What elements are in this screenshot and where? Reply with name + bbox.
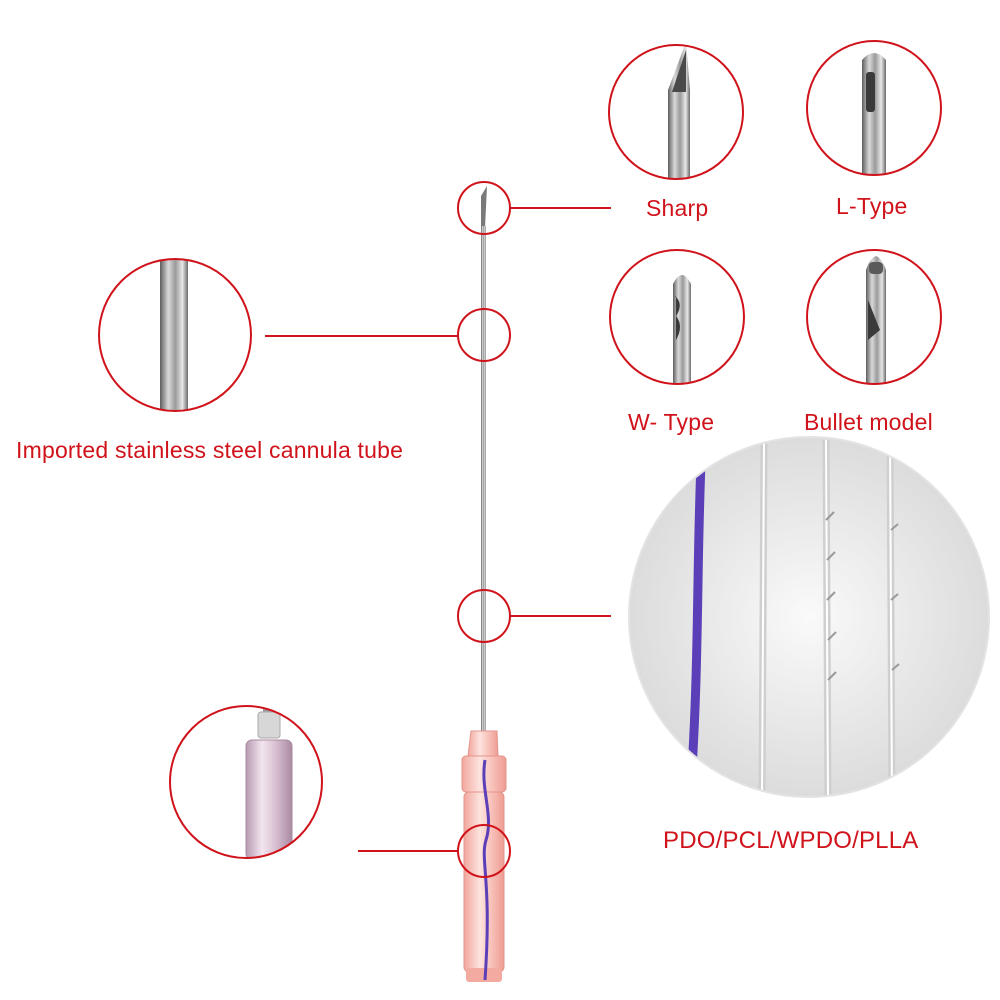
hub-zoom [169, 705, 323, 859]
zoom-marker-circles [457, 181, 511, 878]
sharp-label: Sharp [646, 195, 709, 221]
connector-lines [265, 207, 611, 852]
tube-zoom [98, 258, 252, 412]
w-type-label: W- Type [628, 409, 715, 435]
bullet-model-label: Bullet model [804, 409, 933, 435]
sharp-tip-zoom [608, 44, 744, 180]
tube-label: Imported stainless steel cannula tube [16, 437, 404, 463]
l-type-label: L-Type [836, 193, 908, 219]
l-type-tip-zoom [806, 40, 942, 176]
bullet-tip-zoom [806, 249, 942, 385]
thread-zoom [628, 436, 990, 798]
w-type-tip-zoom [609, 249, 745, 385]
thread-materials-label: PDO/PCL/WPDO/PLLA [663, 827, 919, 854]
cannula-needle [461, 186, 507, 982]
